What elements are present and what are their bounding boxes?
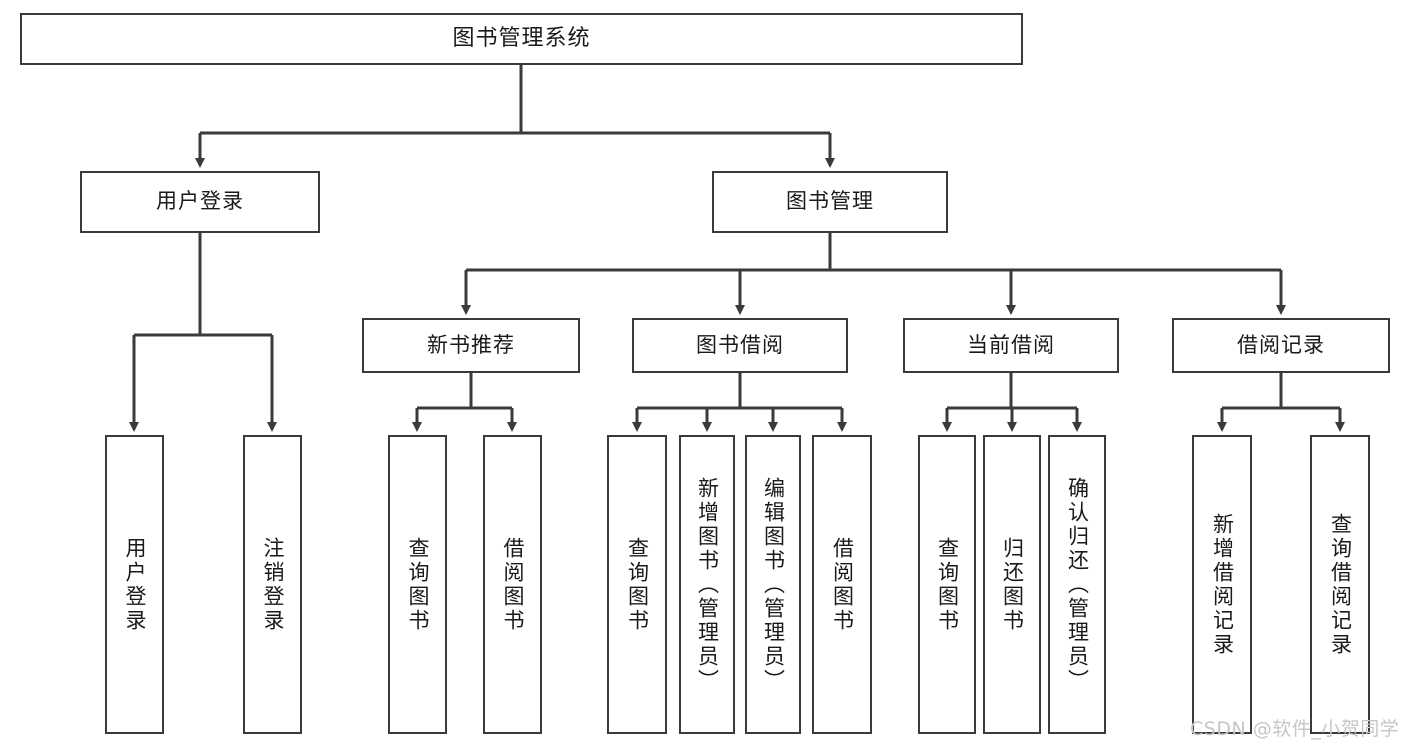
node-label: 用户登录 — [123, 536, 147, 633]
node-root-图书管理系统[interactable]: 图书管理系统 — [20, 13, 1023, 65]
node-label: 编辑图书（管理员） — [761, 476, 786, 693]
node-label: 图书管理系统 — [452, 25, 591, 51]
node-label: 确认归还（管理员） — [1065, 476, 1090, 693]
node-leaf-0-用户登录[interactable]: 用户登录 — [105, 435, 164, 734]
csdn-watermark: CSDN @软件_小贺同学 — [1190, 718, 1400, 740]
node-label: 新增借阅记录 — [1210, 512, 1235, 657]
node-leaf-2-查询图书[interactable]: 查询图书 — [388, 435, 447, 734]
node-level1-用户登录[interactable]: 用户登录 — [80, 171, 320, 233]
node-label: 注销登录 — [261, 536, 285, 633]
node-leaf-9-归还图书[interactable]: 归还图书 — [983, 435, 1041, 734]
node-leaf-5-新增图书（管理员）[interactable]: 新增图书（管理员） — [679, 435, 735, 734]
node-label: 查询图书 — [625, 536, 650, 633]
node-label: 查询借阅记录 — [1328, 512, 1353, 657]
node-leaf-3-借阅图书[interactable]: 借阅图书 — [483, 435, 542, 734]
node-label: 查询图书 — [406, 536, 430, 633]
node-level1-图书管理[interactable]: 图书管理 — [712, 171, 948, 233]
node-label: 新书推荐 — [427, 332, 515, 357]
node-leaf-7-借阅图书[interactable]: 借阅图书 — [812, 435, 872, 734]
node-level2-新书推荐[interactable]: 新书推荐 — [362, 318, 580, 373]
node-leaf-6-编辑图书（管理员）[interactable]: 编辑图书（管理员） — [745, 435, 801, 734]
node-label: 借阅记录 — [1237, 332, 1325, 357]
node-leaf-11-新增借阅记录[interactable]: 新增借阅记录 — [1192, 435, 1252, 734]
node-leaf-12-查询借阅记录[interactable]: 查询借阅记录 — [1310, 435, 1370, 734]
node-leaf-4-查询图书[interactable]: 查询图书 — [607, 435, 667, 734]
node-label: 图书借阅 — [696, 332, 784, 357]
node-label: 借阅图书 — [830, 536, 855, 633]
node-label: 归还图书 — [1000, 536, 1025, 633]
node-leaf-10-确认归还（管理员）[interactable]: 确认归还（管理员） — [1048, 435, 1106, 734]
node-level2-当前借阅[interactable]: 当前借阅 — [903, 318, 1119, 373]
node-label: 用户登录 — [156, 189, 244, 214]
node-leaf-8-查询图书[interactable]: 查询图书 — [918, 435, 976, 734]
node-label: 查询图书 — [935, 536, 960, 633]
node-label: 新增图书（管理员） — [695, 476, 720, 693]
node-level2-图书借阅[interactable]: 图书借阅 — [632, 318, 848, 373]
node-label: 图书管理 — [786, 189, 874, 214]
node-level2-借阅记录[interactable]: 借阅记录 — [1172, 318, 1390, 373]
node-leaf-1-注销登录[interactable]: 注销登录 — [243, 435, 302, 734]
node-label: 借阅图书 — [501, 536, 525, 633]
node-label: 当前借阅 — [967, 332, 1055, 357]
